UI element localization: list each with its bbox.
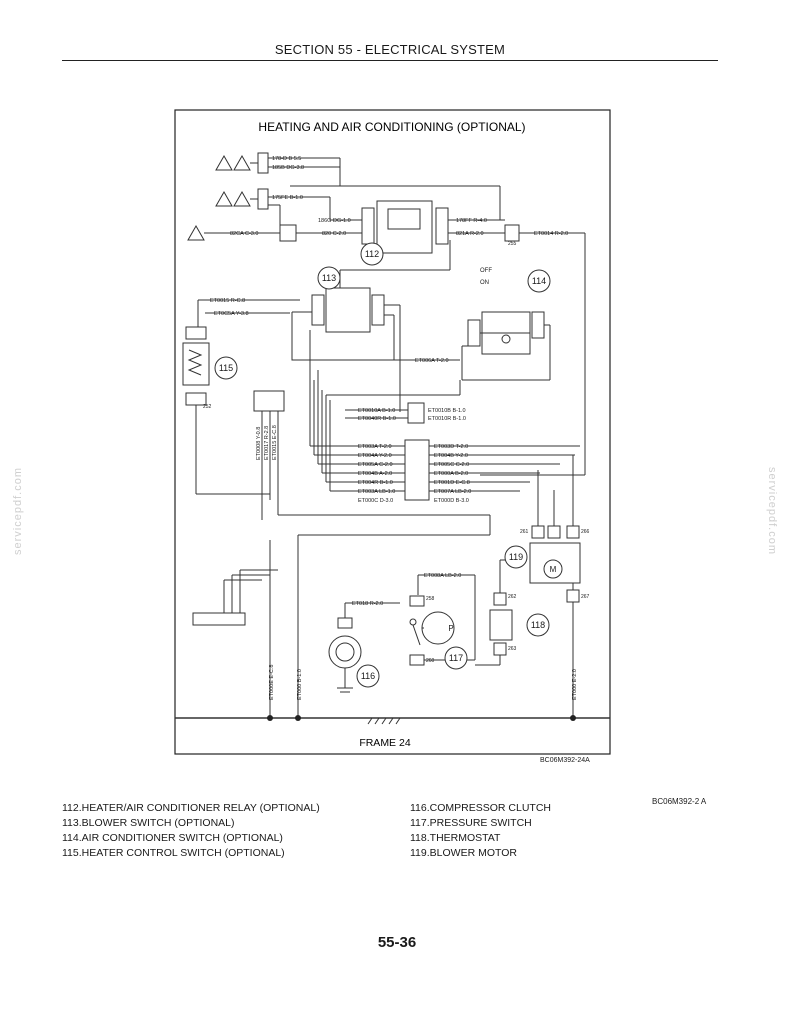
- wire-label: ET001D E-C.8: [434, 480, 470, 486]
- pressure-symbol: P: [448, 624, 453, 633]
- wire-label: ET000A B-2.0: [434, 471, 468, 477]
- switch-off-label: OFF: [480, 268, 492, 274]
- wire-label: ET008A LB-2.0: [424, 573, 461, 579]
- wire-label: ET0015 R-C.8: [210, 298, 245, 304]
- wire-label: ET018 R-2.0: [352, 601, 383, 607]
- wire-label-vertical: ET000 E-2.0: [572, 669, 578, 700]
- wire-label: ET005C C-2.0: [434, 462, 469, 468]
- switch-on-label: ON: [480, 280, 489, 286]
- wire-label: ET003D T-2.0: [434, 444, 468, 450]
- legend-item: 117.PRESSURE SWITCH: [410, 817, 532, 829]
- wire-label-vertical: ET0015 E-C.8: [272, 425, 278, 460]
- wire-label: 178FF R-4.0: [456, 218, 487, 224]
- connector-label: 261: [520, 529, 529, 535]
- callout-113: 113: [322, 273, 336, 283]
- wire-label: ET005A C-2.0: [358, 462, 393, 468]
- connector-label: 255: [508, 241, 517, 247]
- connector-label: 252: [203, 404, 212, 410]
- diagram-title: HEATING AND AIR CONDITIONING (OPTIONAL): [258, 120, 525, 134]
- wire-label: 185B DG-3.8: [272, 165, 304, 171]
- wire-label: 175FE B-1.0: [272, 195, 303, 201]
- wire-label: 820 C-2.0: [322, 231, 346, 237]
- wire-label: ET004R B-1.0: [358, 480, 393, 486]
- connector-label: 263: [508, 646, 517, 652]
- watermark-left: servicepdf.com: [11, 467, 24, 555]
- callout-118: 118: [531, 620, 545, 630]
- wire-label: ET006A T-2.0: [415, 358, 449, 364]
- callout-117: 117: [449, 653, 463, 663]
- wire-label: ET0010B B-1.0: [428, 408, 466, 414]
- legend-item: 112.HEATER/AIR CONDITIONER RELAY (OPTION…: [62, 802, 320, 814]
- wire-label: ET0010R B-1.0: [428, 416, 466, 422]
- wire-label: ET003A LB-1.0: [358, 489, 395, 495]
- callout-114: 114: [532, 276, 546, 286]
- legend-item: 115.HEATER CONTROL SWITCH (OPTIONAL): [62, 847, 285, 859]
- callout-112: 112: [365, 249, 379, 259]
- connector-label: 267: [581, 594, 590, 600]
- header-rule: [62, 60, 718, 61]
- wire-label: ET004A Y-2.0: [358, 453, 392, 459]
- wire-label: 821A R-2.0: [456, 231, 484, 237]
- legend-left: 112.HEATER/AIR CONDITIONER RELAY (OPTION…: [62, 801, 320, 861]
- callout-116: 116: [361, 671, 375, 681]
- legend-item: 113.BLOWER SWITCH (OPTIONAL): [62, 817, 235, 829]
- connector-label: 260: [426, 658, 435, 664]
- legend-item: 114.AIR CONDITIONER SWITCH (OPTIONAL): [62, 832, 283, 844]
- wire-label: ET007A LB-2.0: [434, 489, 471, 495]
- wire-label-vertical: ET0008 Y-0.8: [256, 427, 262, 460]
- frame-label: FRAME 24: [359, 737, 411, 749]
- wire-label: ET003A T-2.0: [358, 444, 392, 450]
- wire-label: ET004B Y-2.0: [434, 453, 468, 459]
- callout-115: 115: [219, 363, 233, 373]
- wire-label: ET000D B-3.0: [434, 498, 469, 504]
- callout-119: 119: [509, 552, 523, 562]
- wire-label: ET0014 R-2.0: [534, 231, 568, 237]
- section-header: SECTION 55 - ELECTRICAL SYSTEM: [274, 42, 506, 57]
- wire-label: 178-D B 5.5: [272, 156, 301, 162]
- page-number: 55-36: [377, 934, 417, 951]
- wire-label: ET0C5A Y-3.8: [214, 311, 249, 317]
- wire-label: 82CA C-3.0: [230, 231, 258, 237]
- figure-code: BC06M392-24A: [540, 757, 590, 764]
- wire-label: ET0040R B-1.0: [358, 416, 396, 422]
- wire-label-vertical: ET0017 R-2.8: [264, 426, 270, 460]
- wire-label-vertical: ET000 B-1.0: [297, 669, 303, 700]
- legend-item: 118.THERMOSTAT: [410, 832, 501, 844]
- legend-right: 116.COMPRESSOR CLUTCH 117.PRESSURE SWITC…: [410, 801, 551, 861]
- legend-item: 116.COMPRESSOR CLUTCH: [410, 802, 552, 814]
- watermark-right: servicepdf.com: [765, 467, 778, 555]
- connector-label: 258: [426, 596, 435, 602]
- connector-label: 262: [508, 594, 517, 600]
- wire-label: ET0010A B-1.0: [358, 408, 395, 414]
- legend-item: 119.BLOWER MOTOR: [410, 847, 517, 859]
- motor-symbol: M: [550, 565, 557, 574]
- figure-note: BC06M392-2 A: [652, 797, 707, 806]
- connector-label: 266: [581, 529, 590, 535]
- wire-label: 186G DG-1.0: [318, 218, 351, 224]
- wire-label: ET000C D-3.0: [358, 498, 393, 504]
- wire-label-vertical: ET000E E-C.8: [269, 665, 275, 700]
- wire-label: ET004B A-2.0: [358, 471, 392, 477]
